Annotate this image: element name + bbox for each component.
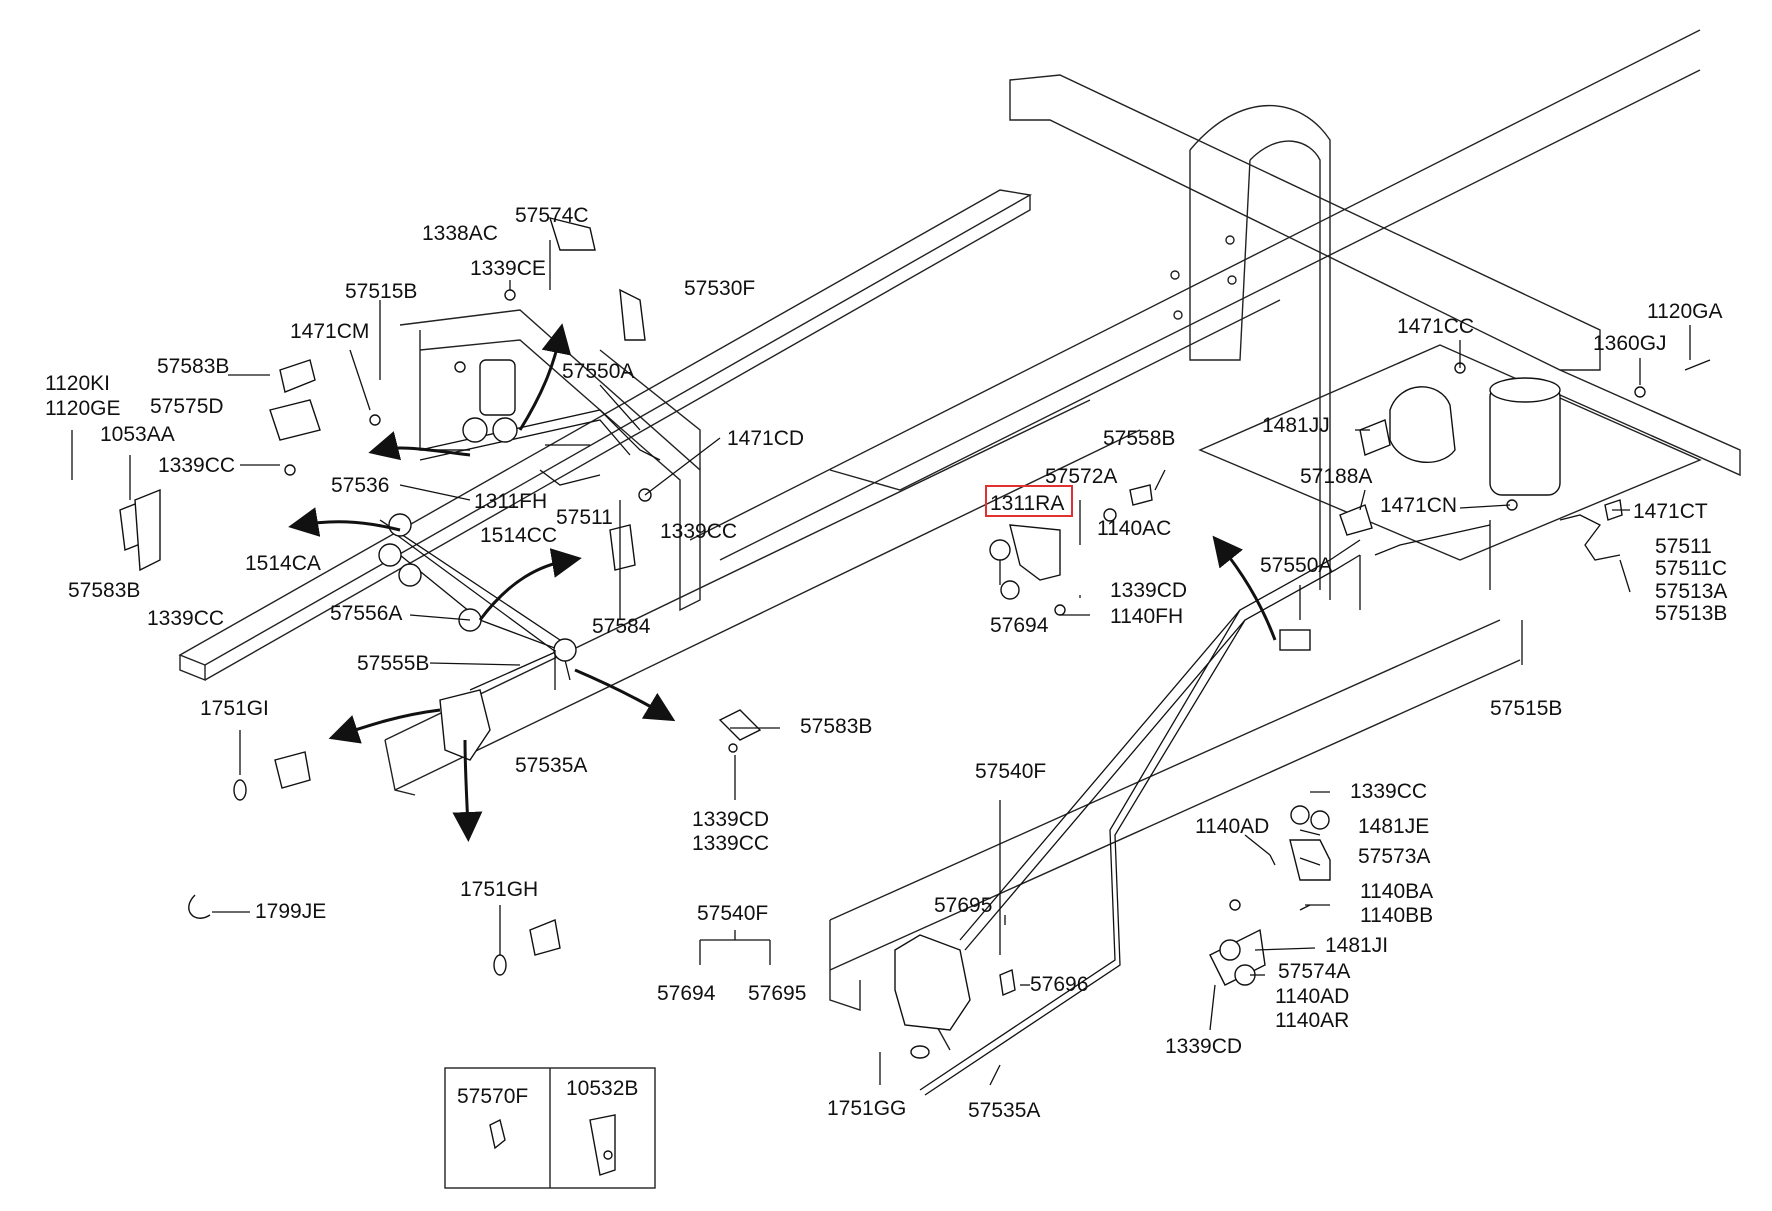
label-1140FH[interactable]: 1140FH	[1110, 605, 1183, 628]
label-1339CD-a[interactable]: 1339CD	[692, 808, 769, 831]
label-57511-a[interactable]: 57511	[556, 506, 613, 529]
label-1751GG[interactable]: 1751GG	[827, 1097, 906, 1120]
label-57535A-b[interactable]: 57535A	[968, 1099, 1040, 1122]
label-1471CN[interactable]: 1471CN	[1380, 494, 1457, 517]
label-57573A[interactable]: 57573A	[1358, 845, 1430, 868]
label-1311RA[interactable]: 1311RA	[990, 492, 1064, 515]
label-1339CC-d[interactable]: 1339CC	[692, 832, 769, 855]
label-1140AR[interactable]: 1140AR	[1275, 1009, 1349, 1032]
part-labels: 57574C 1338AC 1339CE 57530F 57515B 1471C…	[45, 204, 1727, 1122]
label-57583B-a[interactable]: 57583B	[157, 355, 229, 378]
label-1140AD-b[interactable]: 1140AD	[1275, 985, 1349, 1008]
label-1471CD[interactable]: 1471CD	[727, 427, 804, 450]
label-1481JI[interactable]: 1481JI	[1325, 934, 1388, 957]
label-57695-b[interactable]: 57695	[934, 894, 992, 917]
label-57511-b[interactable]: 57511	[1655, 535, 1712, 558]
label-57695-a[interactable]: 57695	[748, 982, 806, 1005]
label-1751GH[interactable]: 1751GH	[460, 878, 538, 901]
label-1751GI[interactable]: 1751GI	[200, 697, 269, 720]
label-57694-b[interactable]: 57694	[990, 614, 1049, 637]
label-57530F[interactable]: 57530F	[684, 277, 755, 300]
label-1799JE[interactable]: 1799JE	[255, 900, 326, 923]
highlight-1311RA	[985, 485, 1073, 517]
label-57535A-a[interactable]: 57535A	[515, 754, 587, 777]
label-57570F[interactable]: 57570F	[457, 1085, 528, 1108]
label-57572A[interactable]: 57572A	[1045, 465, 1117, 488]
label-57540F-a[interactable]: 57540F	[697, 902, 768, 925]
label-57574A[interactable]: 57574A	[1278, 960, 1350, 983]
label-57513B[interactable]: 57513B	[1655, 602, 1727, 625]
label-57584[interactable]: 57584	[592, 615, 651, 638]
brake-lines	[119, 217, 1711, 1096]
label-1311FH[interactable]: 1311FH	[474, 490, 547, 513]
label-57536[interactable]: 57536	[331, 474, 389, 497]
label-57556A[interactable]: 57556A	[330, 602, 402, 625]
label-1339CE[interactable]: 1339CE	[470, 257, 546, 280]
label-1140AD-a[interactable]: 1140AD	[1195, 815, 1269, 838]
label-1339CC-e[interactable]: 1339CC	[1350, 780, 1427, 803]
label-1120GE[interactable]: 1120GE	[45, 397, 121, 420]
label-1360GJ[interactable]: 1360GJ	[1593, 332, 1667, 355]
label-57540F-b[interactable]: 57540F	[975, 760, 1046, 783]
label-1471CM[interactable]: 1471CM	[290, 320, 369, 343]
label-1481JJ[interactable]: 1481JJ	[1262, 414, 1330, 437]
label-57513A[interactable]: 57513A	[1655, 580, 1727, 603]
label-1339CC-a[interactable]: 1339CC	[158, 454, 235, 477]
label-1514CC[interactable]: 1514CC	[480, 524, 557, 547]
label-1339CC-c[interactable]: 1339CC	[147, 607, 224, 630]
label-1140AC[interactable]: 1140AC	[1097, 517, 1171, 540]
label-57515B-b[interactable]: 57515B	[1490, 697, 1562, 720]
label-57550A-a[interactable]: 57550A	[562, 360, 634, 383]
label-1339CD-b[interactable]: 1339CD	[1110, 579, 1187, 602]
label-1120GA[interactable]: 1120GA	[1647, 300, 1723, 323]
leader-lines	[71, 240, 1691, 1086]
label-57574C[interactable]: 57574C	[515, 204, 589, 227]
label-1339CD-c[interactable]: 1339CD	[1165, 1035, 1242, 1058]
label-57583B-c[interactable]: 57583B	[800, 715, 872, 738]
label-57515B-a[interactable]: 57515B	[345, 280, 417, 303]
label-1140BA[interactable]: 1140BA	[1360, 880, 1433, 903]
label-1471CC[interactable]: 1471CC	[1397, 315, 1474, 338]
label-57188A[interactable]: 57188A	[1300, 465, 1372, 488]
label-10532B[interactable]: 10532B	[566, 1077, 638, 1100]
label-1514CA[interactable]: 1514CA	[245, 552, 321, 575]
label-57575D[interactable]: 57575D	[150, 395, 224, 418]
label-57511C[interactable]: 57511C	[1655, 557, 1727, 580]
label-57558B[interactable]: 57558B	[1103, 427, 1175, 450]
inset-box	[444, 1067, 656, 1189]
label-57694-a[interactable]: 57694	[657, 982, 716, 1005]
label-1481JE[interactable]: 1481JE	[1358, 815, 1429, 838]
label-57550A-b[interactable]: 57550A	[1260, 554, 1332, 577]
label-1471CT[interactable]: 1471CT	[1633, 500, 1708, 523]
label-57696[interactable]: 57696	[1030, 973, 1088, 996]
label-1120KI[interactable]: 1120KI	[45, 372, 110, 395]
label-1338AC[interactable]: 1338AC	[422, 222, 498, 245]
direction-arrows	[288, 323, 1277, 842]
label-57555B[interactable]: 57555B	[357, 652, 429, 675]
label-1339CC-b[interactable]: 1339CC	[660, 520, 737, 543]
label-57583B-b[interactable]: 57583B	[68, 579, 140, 602]
label-1140BB[interactable]: 1140BB	[1360, 904, 1433, 927]
label-1053AA[interactable]: 1053AA	[100, 423, 175, 446]
vehicle-frame	[178, 29, 1741, 1051]
